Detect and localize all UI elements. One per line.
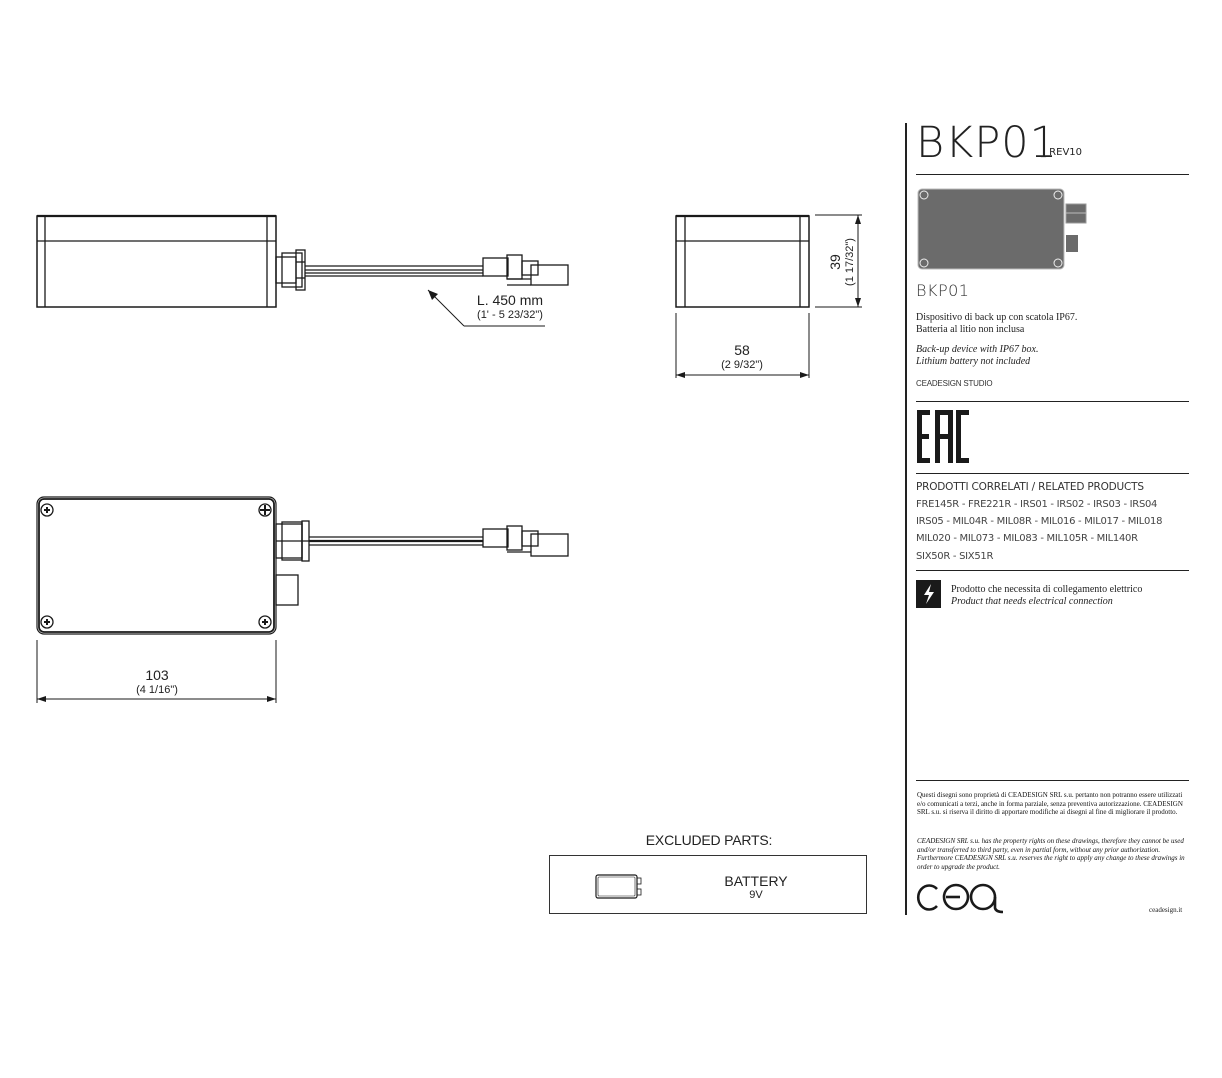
cable-length-imperial-label: (1' - 5 23/32") bbox=[477, 309, 543, 321]
description-en-line1: Back-up device with IP67 box. bbox=[916, 344, 1039, 355]
product-code-title: BKP01 bbox=[916, 118, 1058, 168]
side-view-cable bbox=[305, 265, 483, 277]
electrical-notice-it: Prodotto che necessita di collegamento e… bbox=[951, 584, 1143, 595]
excluded-part-item bbox=[549, 855, 867, 914]
cea-logo bbox=[916, 883, 1004, 914]
description-en-line2: Lithium battery not included bbox=[916, 356, 1031, 367]
screw-icons bbox=[40, 503, 272, 629]
related-products-line: IRS05 - MIL04R - MIL08R - MIL016 - MIL01… bbox=[916, 516, 1163, 527]
height-dimension-label: 39 bbox=[827, 254, 843, 270]
width-imperial-label: (4 1/16") bbox=[136, 684, 178, 696]
info-panel bbox=[905, 123, 1192, 915]
height-imperial-label: (1 17/32") bbox=[844, 238, 856, 286]
cable-length-label: L. 450 mm bbox=[476, 292, 544, 308]
top-view-connector bbox=[482, 525, 569, 557]
revision-label: _ REV10 bbox=[1041, 147, 1083, 158]
top-view-box bbox=[36, 496, 277, 635]
designer-label: CEADESIGN STUDIO bbox=[916, 379, 993, 388]
divider bbox=[916, 401, 1189, 402]
depth-dimension-label: 58 bbox=[734, 342, 750, 358]
side-view-connector bbox=[482, 254, 569, 286]
related-products-line: MIL020 - MIL073 - MIL083 - MIL105R - MIL… bbox=[916, 533, 1138, 544]
excluded-part-spec: 9V bbox=[749, 889, 763, 901]
website-link[interactable]: ceadesign.it bbox=[1149, 906, 1183, 914]
related-products-line: FRE145R - FRE221R - IRS01 - IRS02 - IRS0… bbox=[916, 499, 1158, 510]
legal-notice-en: CEADESIGN SRL s.u. has the property righ… bbox=[917, 837, 1185, 871]
related-products-heading: PRODOTTI CORRELATI / RELATED PRODUCTS bbox=[916, 481, 1144, 493]
related-products-line: SIX50R - SIX51R bbox=[916, 551, 994, 562]
eac-mark-icon bbox=[917, 410, 969, 463]
side-view-box bbox=[36, 214, 277, 308]
divider bbox=[916, 174, 1189, 175]
excluded-part-name: BATTERY bbox=[724, 873, 788, 889]
depth-imperial-label: (2 9/32") bbox=[721, 359, 763, 371]
product-subtitle: BKP01 bbox=[916, 281, 970, 300]
divider bbox=[916, 473, 1189, 474]
width-dimension-label: 103 bbox=[145, 667, 169, 683]
front-view-box bbox=[675, 214, 810, 308]
lightning-bolt-icon bbox=[916, 580, 941, 608]
side-view-gland bbox=[275, 249, 306, 291]
description-it-line1: Dispositivo di back up con scatola IP67. bbox=[916, 312, 1078, 323]
divider bbox=[916, 570, 1189, 571]
legal-notice-it: Questi disegni sono proprietà di CEADESI… bbox=[917, 791, 1183, 817]
product-thumbnail bbox=[917, 188, 1087, 270]
top-view-gland bbox=[275, 520, 310, 606]
battery-9v-icon bbox=[595, 874, 642, 899]
description-it-line2: Batteria al litio non inclusa bbox=[916, 324, 1025, 335]
divider bbox=[916, 780, 1189, 781]
excluded-parts-title: EXCLUDED PARTS: bbox=[645, 832, 773, 848]
electrical-notice-en: Product that needs electrical connection bbox=[951, 596, 1113, 607]
